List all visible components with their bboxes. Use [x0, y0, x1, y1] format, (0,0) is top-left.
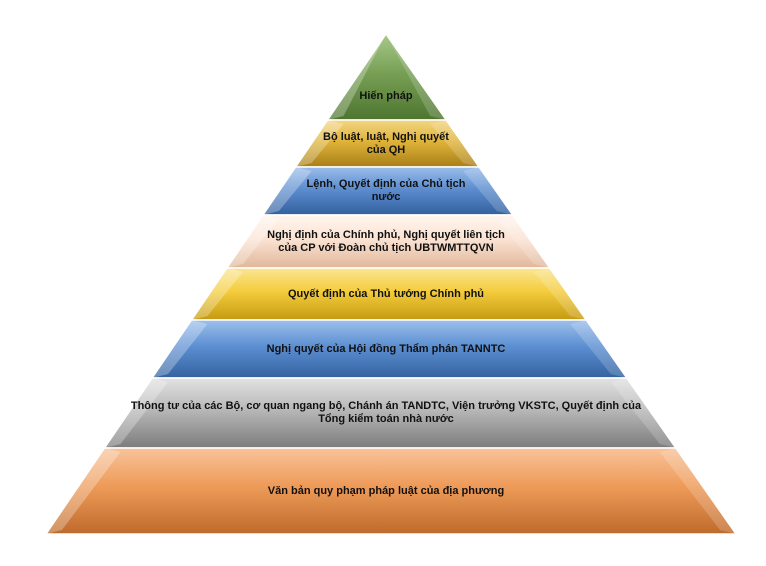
tier-4-highlight — [226, 215, 279, 268]
tier-2-highlight — [295, 120, 344, 167]
tier-label-2: Bộ luật, luật, Nghị quyết của QH — [323, 130, 449, 156]
tier-1-highlight — [327, 34, 386, 120]
tier-label-6: Nghị quyết của Hội đồng Thẩm phán TANNTC — [266, 342, 506, 355]
tier-label-3: Lệnh, Quyết định của Chủ tịch nước — [306, 178, 466, 203]
tier-label-8: Văn bản quy phạm pháp luật của địa phươn… — [267, 484, 505, 497]
tier-5-shade — [533, 268, 587, 320]
tier-label-7: Thông tư của các Bộ, cơ quan ngang bộ, C… — [130, 400, 642, 425]
tier-1-shade — [386, 34, 447, 120]
tier-8-highlight — [46, 448, 121, 534]
tier-label-1: Hiến pháp — [359, 89, 413, 102]
tier-2-shade — [430, 120, 480, 167]
tier-6-highlight — [152, 320, 208, 378]
tier-5-highlight — [191, 268, 243, 320]
tier-7-highlight — [104, 378, 169, 448]
tier-label-4: Nghị định của Chính phủ, Nghị quyết liên… — [267, 228, 505, 254]
tier-label-5: Quyết định của Thủ tướng Chính phủ — [287, 287, 485, 300]
tier-4-shade — [496, 215, 550, 268]
tier-3-shade — [463, 167, 513, 215]
tier-6-shade — [570, 320, 627, 378]
tier-7-shade — [610, 378, 676, 448]
tier-8 — [44, 447, 738, 535]
tier-8-shade — [659, 448, 736, 534]
tier-3-highlight — [262, 167, 312, 215]
